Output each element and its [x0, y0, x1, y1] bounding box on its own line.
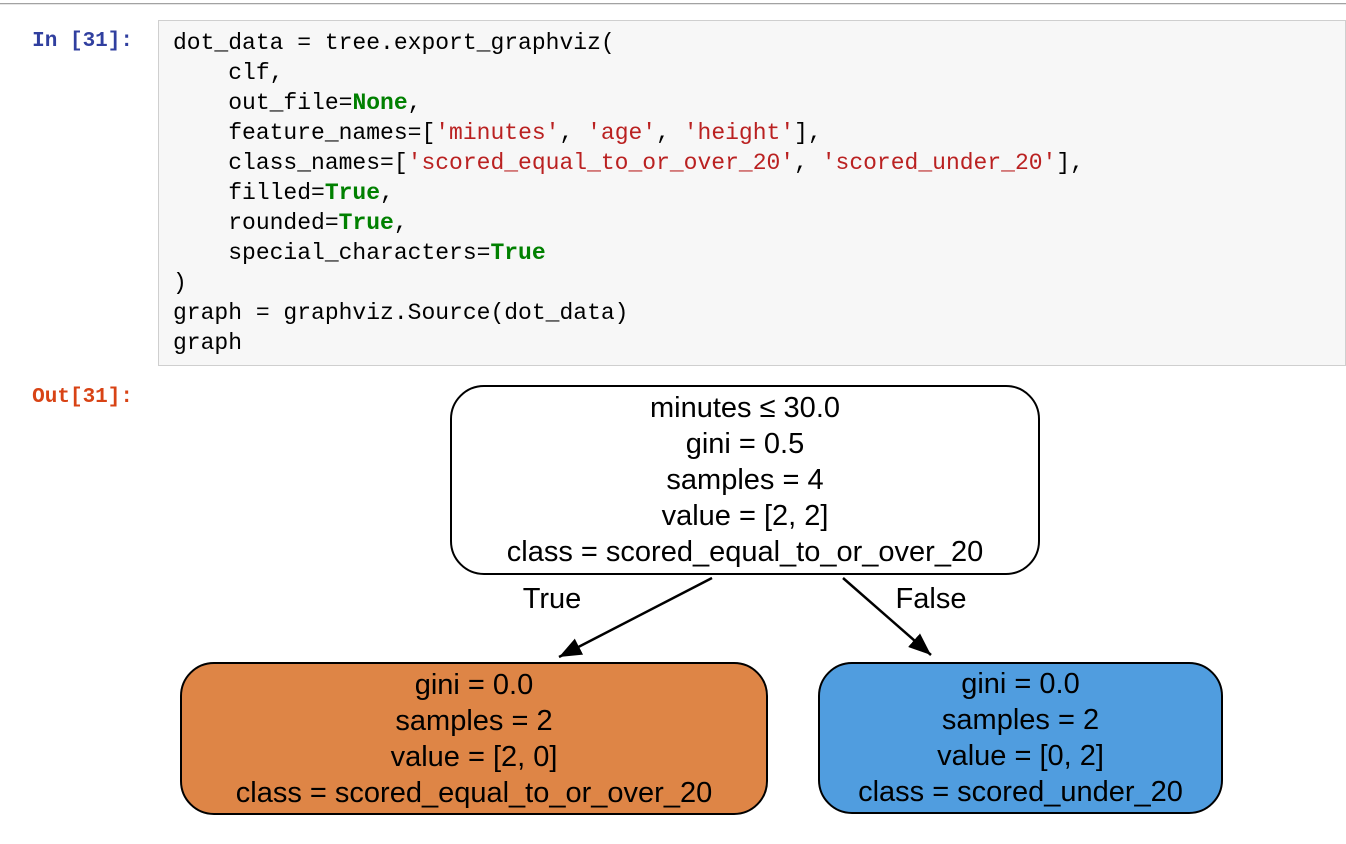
node-text-line: value = [2, 0] [390, 740, 558, 773]
code-line: class_names=['scored_equal_to_or_over_20… [173, 150, 1084, 176]
tree-node-root: minutes ≤ 30.0 gini = 0.5 samples = 4 value… [450, 385, 1040, 575]
node-text-line: gini = 0.0 [414, 668, 534, 701]
node-text-line: gini = 0.5 [685, 428, 805, 460]
output-prompt: Out[31]: [32, 386, 133, 409]
node-text-line: gini = 0.0 [961, 668, 1080, 700]
code-line: rounded=True, [173, 210, 408, 236]
code-line: filled=True, [173, 180, 394, 206]
node-text-line: class = scored_equal_to_or_over_20 [235, 776, 713, 809]
code-line: graph = graphviz.Source(dot_data) [173, 300, 629, 326]
edge-true-line [558, 576, 713, 659]
code-editor[interactable]: dot_data = tree.export_graphviz( clf, ou… [158, 20, 1346, 366]
node-text-line: samples = 2 [395, 704, 553, 737]
code-line: graph [173, 330, 243, 356]
input-prompt: In [31]: [32, 30, 133, 53]
code-line: special_characters=True [173, 240, 546, 266]
decision-tree-graph: minutes ≤ 30.0 gini = 0.5 samples = 4 value… [0, 375, 1346, 844]
node-text-line: minutes ≤ 30.0 [649, 392, 840, 424]
code-line: dot_data = tree.export_graphviz( [173, 30, 615, 56]
edge-label-false: False [895, 583, 967, 615]
node-text-line: class = scored_equal_to_or_over_20 [506, 536, 984, 568]
tree-node-right-leaf: gini = 0.0 samples = 2 value = [0, 2] class… [818, 662, 1223, 814]
code-line: out_file=None, [173, 90, 422, 116]
code-line: clf, [173, 60, 284, 86]
code-line: ) [173, 270, 187, 296]
edge-label-true: True [522, 583, 582, 615]
node-text-line: samples = 4 [666, 464, 824, 496]
code-line: feature_names=['minutes', 'age', 'height… [173, 120, 822, 146]
node-text-line: class = scored_under_20 [858, 776, 1183, 808]
node-text-line: samples = 2 [941, 704, 1100, 736]
node-text-line: value = [2, 2] [661, 500, 829, 532]
cell-divider [0, 3, 1346, 5]
node-text-line: value = [0, 2] [937, 740, 1104, 772]
